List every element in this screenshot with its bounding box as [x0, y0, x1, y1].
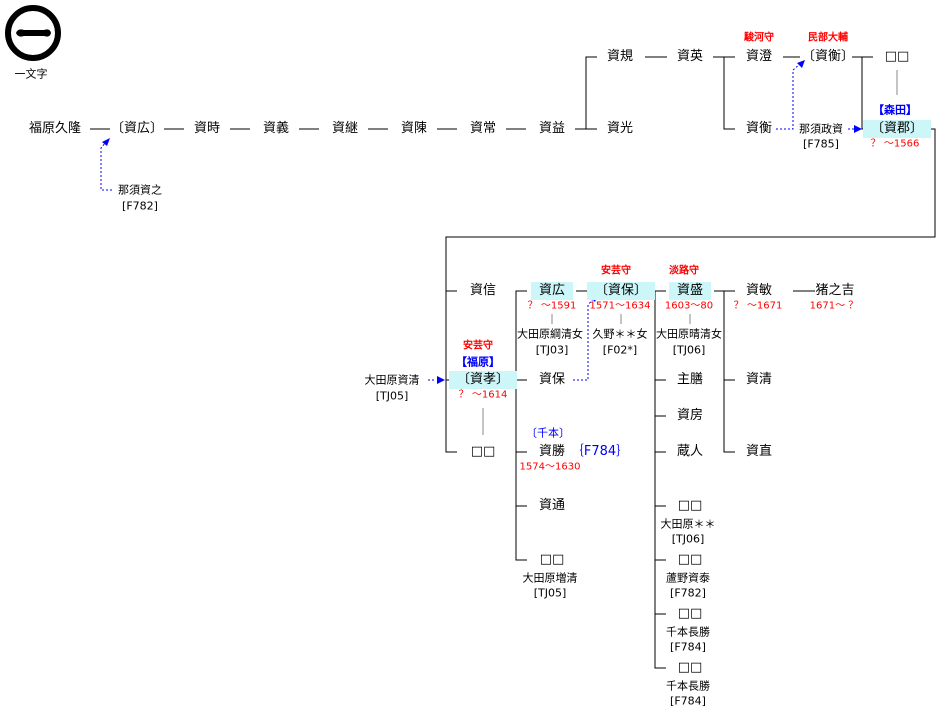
spouse: 大田原＊＊ [660, 517, 716, 531]
person-suketsugu: 資継 [331, 121, 359, 136]
dates: ？ ～1591 [527, 300, 577, 312]
adoptee-name: 那須政資 [799, 122, 843, 136]
dates: ？ ～1671 [733, 300, 783, 312]
adoptee-name: 大田原資清 [364, 373, 420, 387]
person-unknown: □□ [677, 552, 703, 567]
clan-label: 〔千本〕 [526, 426, 570, 440]
adoptee-name: 那須資之 [118, 183, 162, 197]
person-shuzen: 主膳 [676, 372, 704, 387]
person-unknown: □□ [677, 660, 703, 675]
spouse-ref: [F782] [670, 586, 706, 600]
person-fukuhara-hisataka: 福原久隆 [28, 121, 82, 136]
spouse: 千本長勝 [666, 625, 710, 639]
dates: 1574～1630 [519, 461, 581, 473]
person-sukemitsu: 資光 [606, 121, 634, 136]
title: 駿河守 [744, 32, 774, 44]
person-sukekuni: 〔資郡〕 [862, 120, 932, 138]
person-sukehira: 資衡 [745, 121, 773, 136]
spouse-ref: [F784] [670, 694, 706, 708]
person-sukemichi: 資通 [538, 498, 566, 513]
spouse-ref: [TJ06] [671, 532, 705, 546]
adoptee-ref: [TJ05] [375, 389, 409, 403]
person-kurando: 蔵人 [676, 444, 704, 459]
spouse: 大田原晴清女 [656, 327, 722, 341]
dates: 1571～1634 [589, 300, 651, 312]
person-suketaka: 〔資孝〕 [448, 371, 518, 389]
person-sukemasu: 資益 [538, 121, 566, 136]
person-sukehiro: 〔資広〕 [110, 121, 164, 136]
person-sukenobu2: 資信 [469, 283, 497, 298]
person-unknown: □□ [884, 49, 910, 64]
person-sukehide: 資英 [676, 49, 704, 64]
spouse-ref: [F02*] [602, 343, 638, 357]
person-sukeyasu: 資保 [538, 372, 566, 387]
crest-label: 一文字 [14, 67, 48, 81]
person-sukehiro2: 資広 [530, 282, 574, 300]
person-unknown: □□ [470, 444, 496, 459]
person-sukenao: 資直 [745, 444, 773, 459]
title: 安芸守 [601, 265, 631, 277]
family-crest-icon [5, 5, 61, 61]
person-sukekiyo: 資清 [745, 372, 773, 387]
person-inokichi: 猪之吉 [815, 283, 855, 298]
spouse-ref: [TJ05] [533, 586, 567, 600]
person-sukezumi: 資澄 [745, 49, 773, 64]
person-unknown: □□ [677, 498, 703, 513]
clan-label: 【福原】 [456, 355, 500, 369]
person-unknown: □□ [677, 606, 703, 621]
adoptee-ref: [F785] [803, 137, 839, 151]
dates: ？ ～1566 [870, 138, 920, 150]
title: 淡路守 [669, 265, 699, 277]
person-sukemori: 資盛 [668, 282, 712, 300]
clan-label: 【森田】 [873, 103, 917, 117]
spouse-ref: [F784] [670, 640, 706, 654]
title: 民部大輔 [808, 32, 848, 44]
dates: 1603～80 [664, 300, 714, 312]
spouse-ref: [TJ06] [672, 343, 706, 357]
spouse: 蘆野資泰 [666, 571, 710, 585]
title: 安芸守 [463, 340, 493, 352]
person-sukenobu: 資陳 [400, 121, 428, 136]
dates: 1671～ ？ [809, 300, 859, 312]
person-unknown: □□ [539, 552, 565, 567]
spouse: 大田原増清 [522, 571, 578, 585]
spouse: 大田原綱清女 [517, 327, 583, 341]
ref-link: ｛F784｝ [570, 444, 630, 459]
spouse: 久野＊＊女 [592, 327, 648, 341]
person-sukeyoshi: 資義 [262, 121, 290, 136]
person-suketoshi: 資敏 [745, 283, 773, 298]
person-suketoki: 資時 [193, 121, 221, 136]
person-sukefusa: 資房 [676, 408, 704, 423]
person-sukekatsu: 資勝 [538, 444, 566, 459]
person-sukehira-adopted: 〔資衡〕 [801, 49, 855, 64]
dates: ？ ～1614 [458, 389, 508, 401]
adoptee-ref: [F782] [122, 199, 158, 213]
spouse: 千本長勝 [666, 679, 710, 693]
person-sukeyasu-adopted: 〔資保〕 [586, 282, 656, 300]
person-suketsune: 資常 [469, 121, 497, 136]
spouse-ref: [TJ03] [535, 343, 569, 357]
person-sukenori: 資規 [606, 49, 634, 64]
